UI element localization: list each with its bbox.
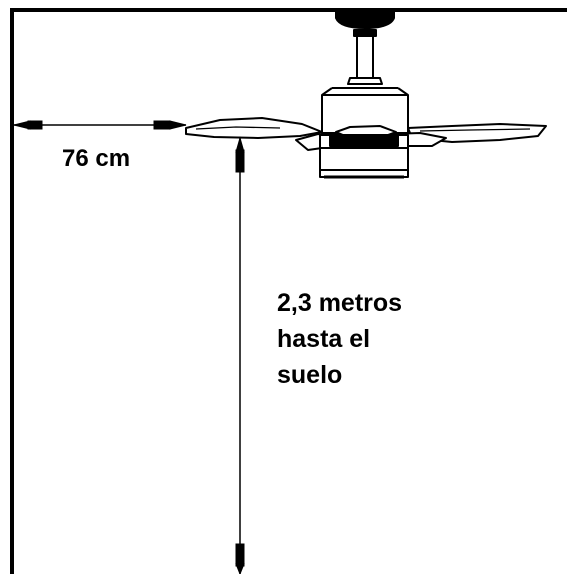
floor-height-label-line-3: suelo xyxy=(277,361,343,389)
floor-height-dimension xyxy=(235,136,245,574)
dimension-arrow-icon xyxy=(153,120,171,130)
ceiling-fan-icon xyxy=(185,11,547,179)
floor-height-label-line-1: 2,3 metros xyxy=(277,289,403,317)
wall-distance-dimension xyxy=(13,120,187,130)
dimension-arrow-icon xyxy=(235,543,245,567)
fan-canopy xyxy=(335,11,395,29)
dimension-arrow-icon xyxy=(235,149,245,173)
dimension-arrow-icon xyxy=(27,120,43,130)
dimension-arrow-icon xyxy=(235,563,245,574)
dimension-arrow-icon xyxy=(169,120,187,130)
fan-downrod xyxy=(356,31,374,79)
room-outline xyxy=(10,8,567,574)
floor-height-label: 2,3 metros hasta el suelo xyxy=(277,285,477,393)
wall-distance-label: 76 cm xyxy=(62,145,131,172)
floor-height-label-line-2: hasta el xyxy=(277,325,371,353)
fan-collar xyxy=(347,77,383,85)
